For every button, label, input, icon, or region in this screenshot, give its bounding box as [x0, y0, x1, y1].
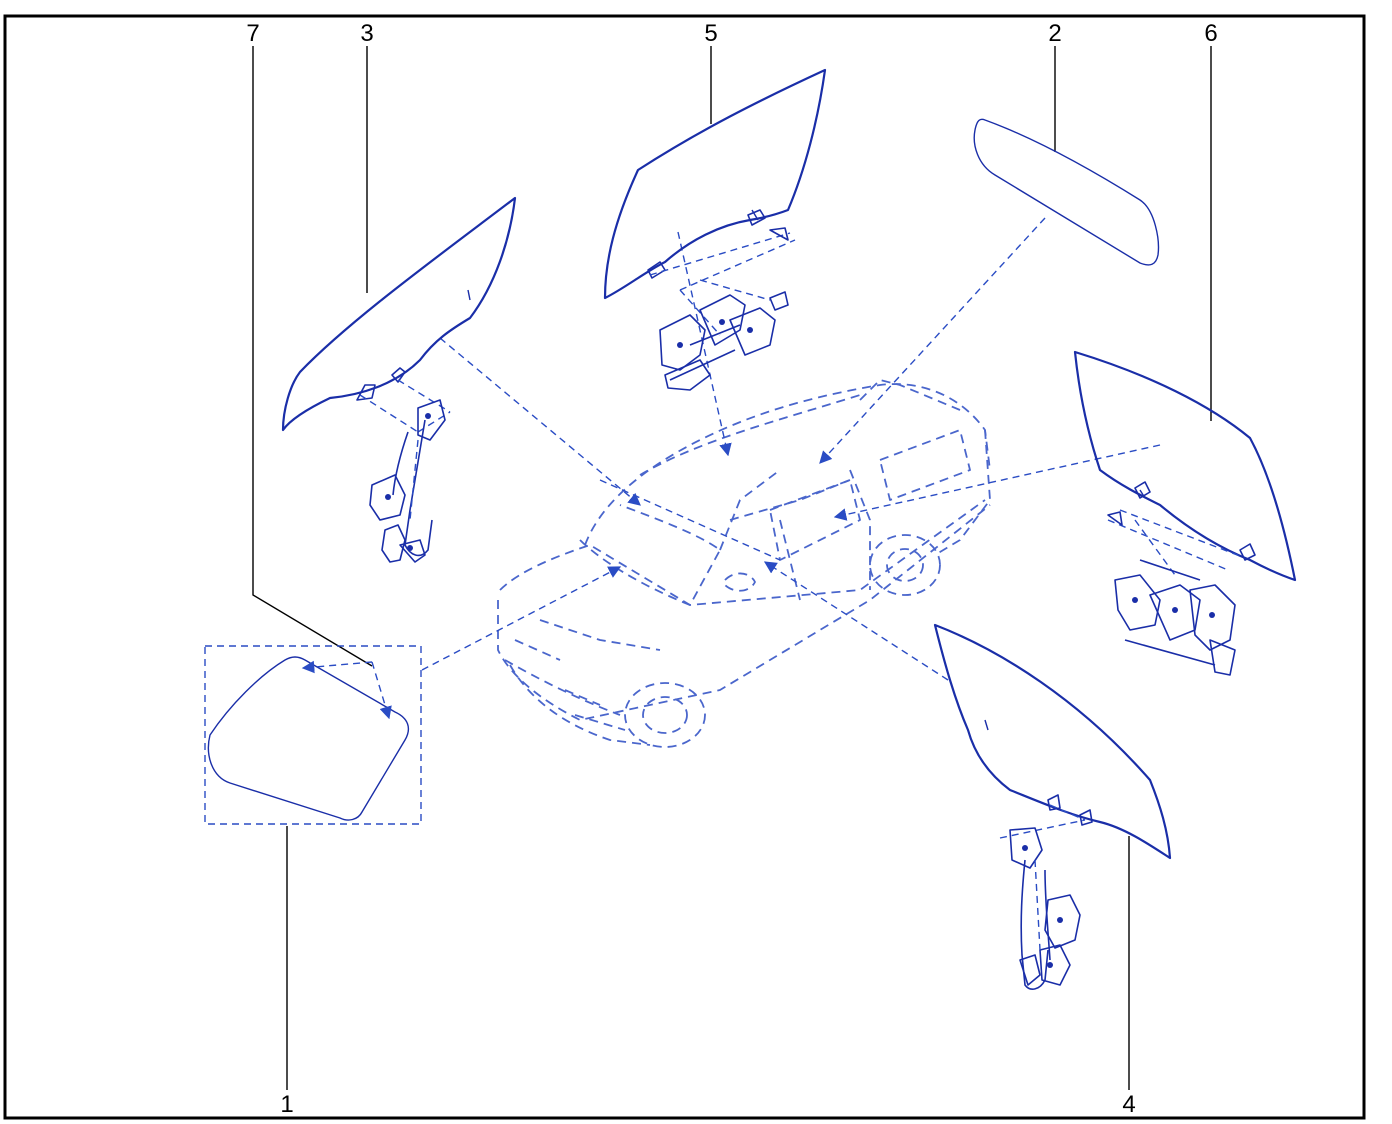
assembly-lines: [421, 217, 1161, 681]
callout-7: 7: [246, 20, 259, 47]
rear-left-door-glass: [603, 68, 827, 300]
callout-3: 3: [360, 20, 373, 47]
vehicle-outline: [497, 379, 991, 748]
diagram-frame: [3, 14, 1366, 1120]
windshield-glass: [204, 645, 422, 825]
callout-5: 5: [704, 20, 717, 47]
rear-left-window-regulator: [647, 209, 796, 391]
rear-right-window-regulator: [1107, 481, 1256, 676]
rear-right-door-glass: [1073, 350, 1297, 582]
front-left-door-glass: [281, 196, 517, 432]
callout-4: 4: [1122, 1091, 1135, 1118]
callout-numbers: 7 3 5 2 6 1 4: [246, 20, 1217, 1118]
callout-2: 2: [1048, 20, 1061, 47]
callout-leaders: [252, 46, 1212, 1090]
rear-window-glass: [973, 118, 1160, 266]
callout-6: 6: [1204, 20, 1217, 47]
front-right-door-glass: [933, 623, 1172, 860]
callout-1: 1: [280, 1091, 293, 1118]
front-right-window-regulator: [999, 794, 1093, 990]
front-left-window-regulator: [356, 367, 451, 563]
